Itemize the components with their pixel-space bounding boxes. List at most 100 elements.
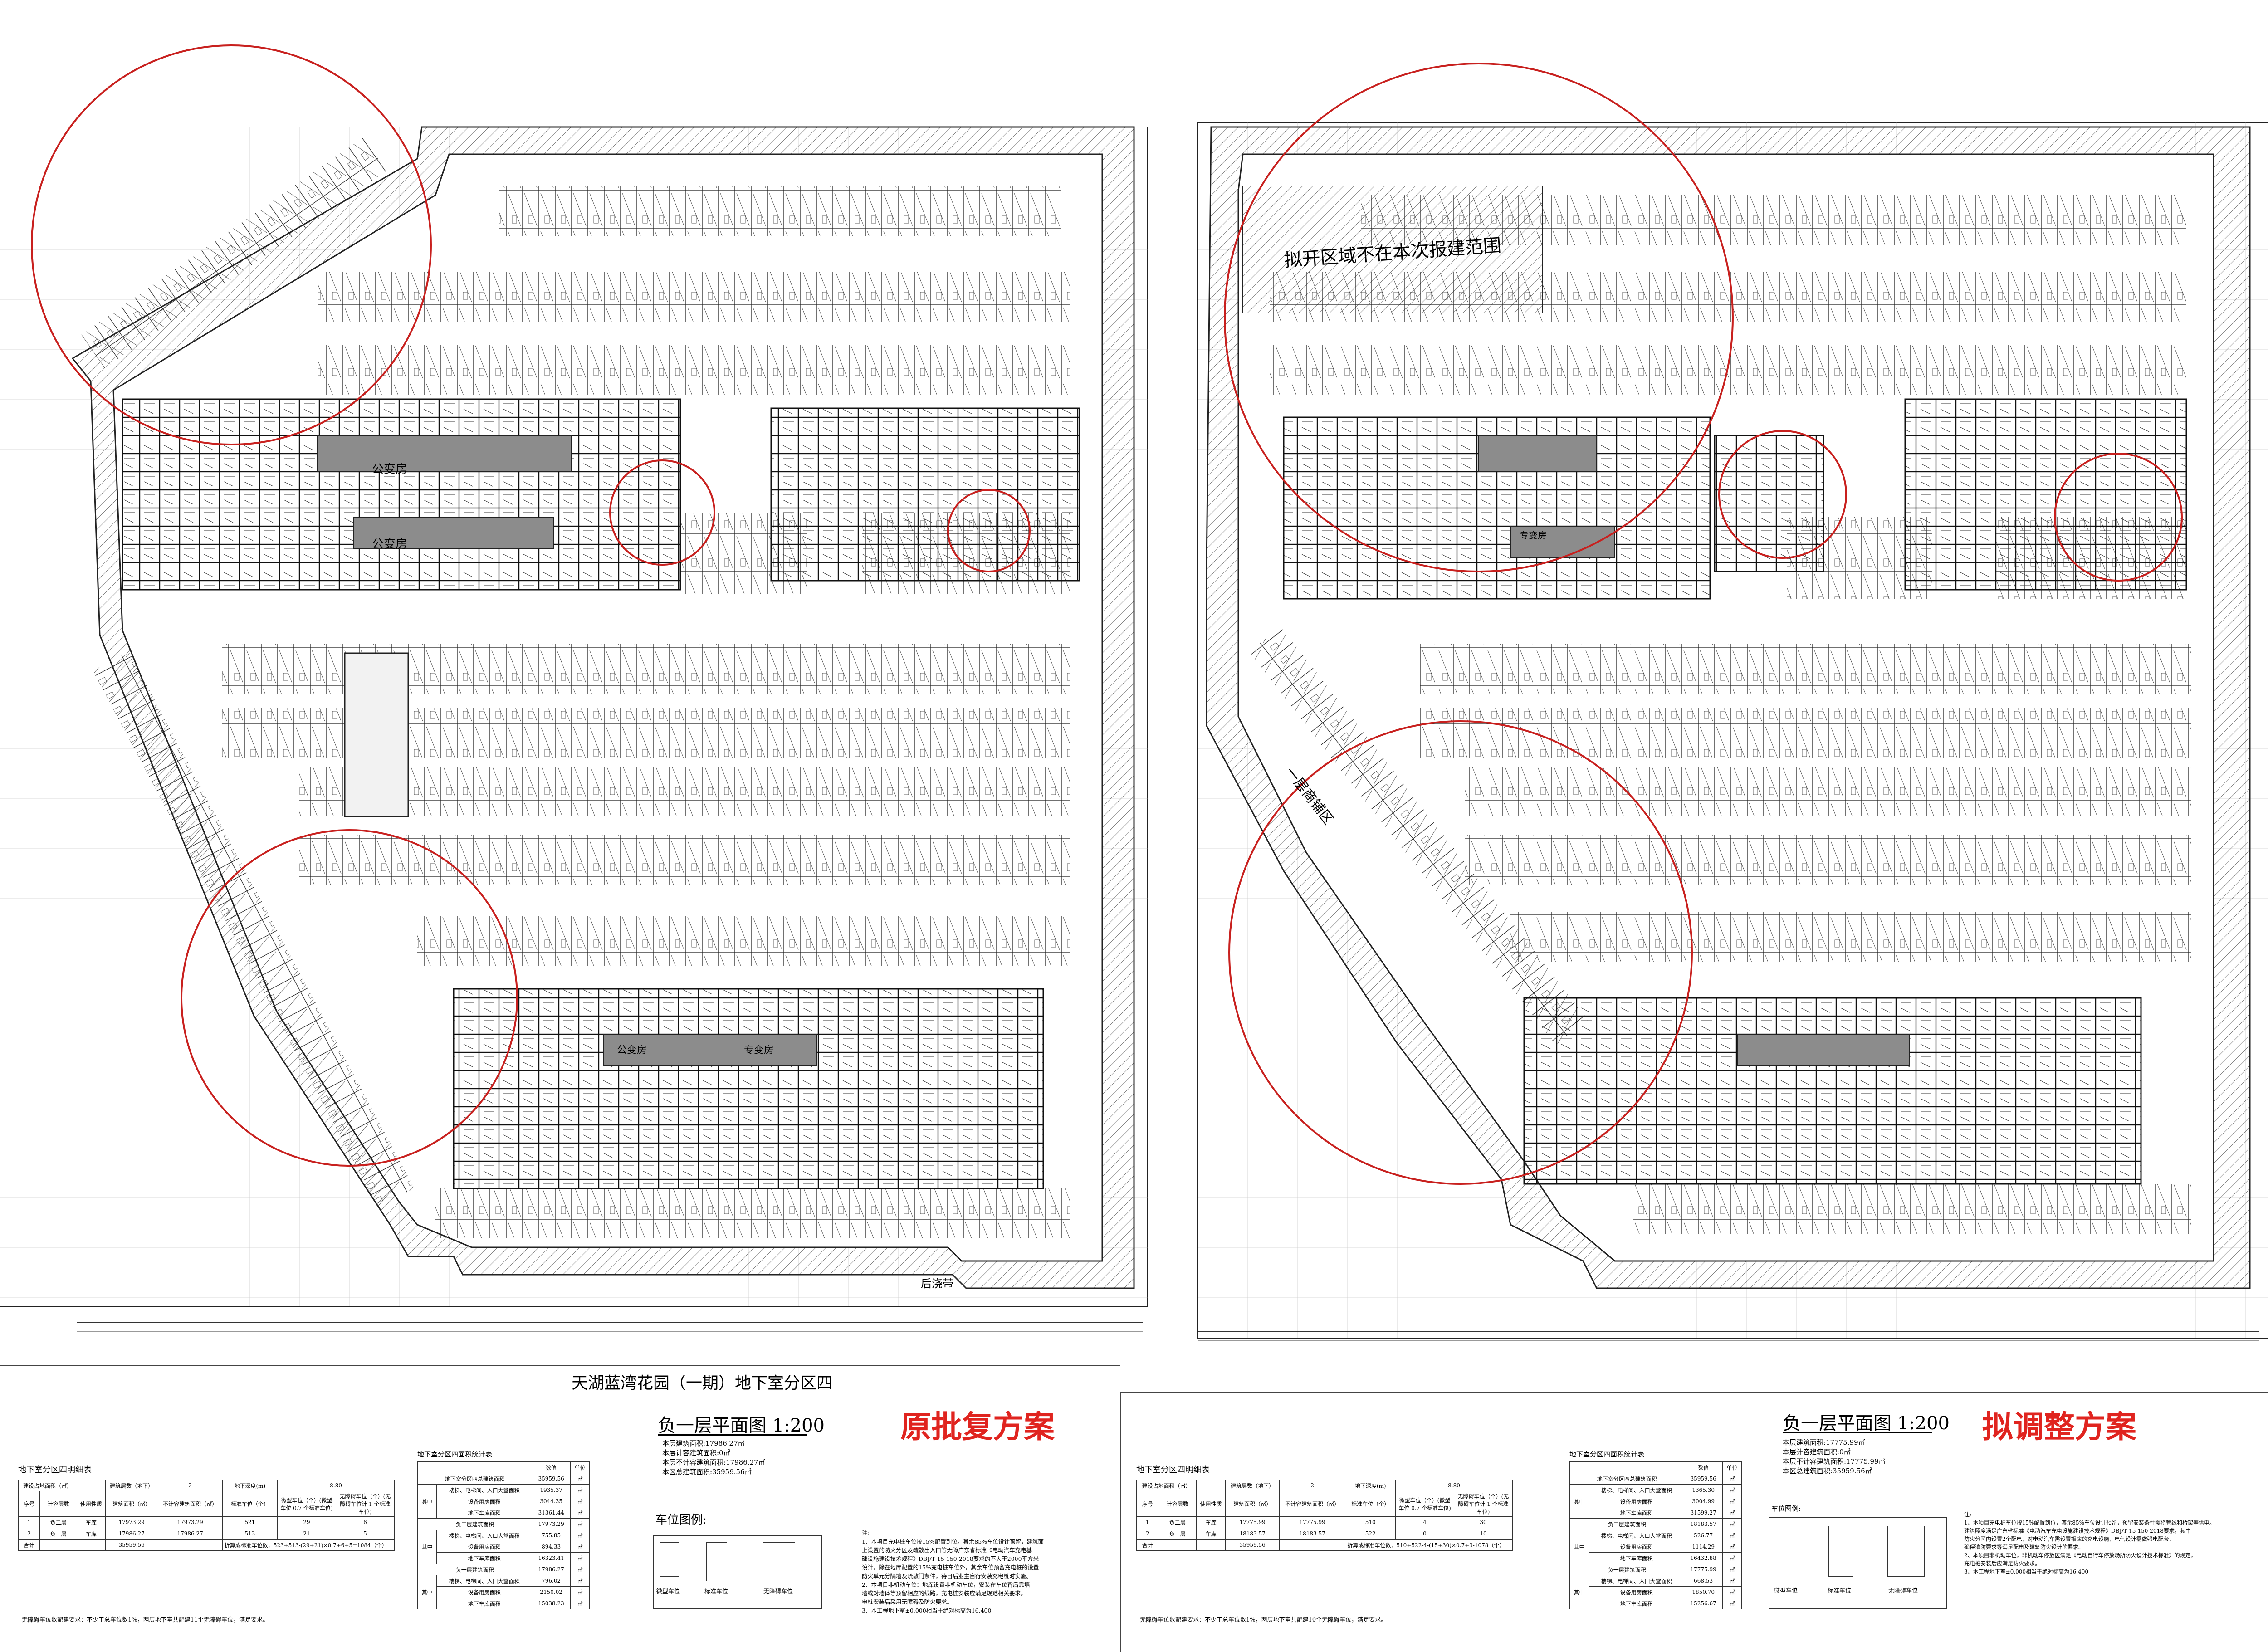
table-cell: 526.77 (1684, 1530, 1723, 1541)
table-header-cell: 不计容建筑面积（㎡） (1279, 1491, 1346, 1517)
left-area-line: 本层计容建筑面积:0㎡ (662, 1449, 730, 1457)
right-detail-table: 建设占地面积（㎡） 建筑层数（地下） 2 地下深度(m) 8.80 序号 计容层… (1136, 1480, 1513, 1551)
table-cell: 17775.99 (1279, 1516, 1346, 1528)
table-header-cell: 数值 (532, 1461, 571, 1473)
table-cell: 17775.99 (1225, 1516, 1280, 1528)
notes-title: 注: (1964, 1511, 1972, 1518)
note-line: 2、本项目非机动车位，非机动车停放区满足《电动自行车停放场所防火设计技术标准》的… (1964, 1552, 2196, 1559)
table-cell: ㎡ (570, 1484, 590, 1496)
table-cell: 设备用房面积 (436, 1586, 533, 1598)
table-cell: 17986.27 (532, 1564, 571, 1575)
table-cell: 其中 (1569, 1484, 1589, 1519)
table-cell: 668.53 (1684, 1575, 1723, 1587)
table-header-cell: 数值 (1684, 1461, 1723, 1473)
table-row: 合计 35959.56 折算成标准车位数：510+522-4-(15+30)×0… (1136, 1539, 1513, 1551)
table-cell: 车库 (76, 1528, 106, 1540)
left-table1-note: 无障碍车位数配建要求：不少于总车位数1%，两层地下室共配建11个无障碍车位，满足… (22, 1617, 269, 1623)
table-cell: ㎡ (1722, 1518, 1742, 1530)
right-scheme-label: 拟调整方案 (1982, 1409, 2137, 1445)
plan-label-substation-2: 公变房 (372, 538, 408, 551)
table-cell: 894.33 (532, 1541, 571, 1553)
table-cell: 18183.57 (1279, 1528, 1346, 1540)
table-cell: 地下车库面积 (1589, 1507, 1685, 1519)
left-area-line: 本层不计容建筑面积:17986.27㎡ (662, 1458, 765, 1466)
table-cell: 负一层建筑面积 (417, 1564, 533, 1575)
table-cell: 18183.57 (1225, 1528, 1280, 1540)
table-header-cell: 单位 (570, 1461, 590, 1473)
table-cell: 楼梯、电梯间、入口大堂面积 (1589, 1484, 1685, 1496)
micro-stall-icon (1778, 1526, 1799, 1572)
note-line: 确保消防要求等满足配电及建筑防火设计的要求。 (1964, 1544, 2084, 1550)
table-cell: 负二层 (39, 1516, 77, 1528)
table-cell: 地下室分区四总建筑面积 (1569, 1473, 1685, 1485)
note-line: 防火单元分隔墙及疏散门条件，待日后业主自行安装充电桩时实施。 (862, 1573, 1032, 1579)
left-area-line: 本层建筑面积:17986.27㎡ (662, 1439, 745, 1447)
table-header-cell: 标准车位（个） (222, 1491, 278, 1517)
right-plan (1197, 63, 2268, 1341)
table-header-cell: 无障碍车位（个）(无障碍车位计 1 个标准车位) (1454, 1491, 1513, 1517)
legend-label: 微型车位 (656, 1588, 680, 1595)
table-cell: 1365.30 (1684, 1484, 1723, 1496)
table-cell (39, 1539, 77, 1551)
table-cell: 1935.37 (532, 1484, 571, 1496)
table-cell: 地下室分区四总建筑面积 (417, 1473, 533, 1485)
right-notes: 注: 1、本项目充电桩车位按15%配置到位，其余85%车位设计预留，预留安装条件… (1964, 1510, 2263, 1576)
table-header-cell: 序号 (1136, 1491, 1159, 1517)
table-cell (1196, 1480, 1226, 1491)
right-table2-title: 地下室分区四面积统计表 (1569, 1450, 1645, 1458)
table-cell (1158, 1539, 1197, 1551)
table-header-cell: 建筑面积（㎡） (1225, 1491, 1280, 1517)
table-cell: 车库 (1196, 1528, 1226, 1540)
table-cell: ㎡ (1722, 1586, 1742, 1598)
table-cell: 其中 (1569, 1575, 1589, 1609)
table-row: 序号 计容层数 使用性质 建筑面积（㎡） 不计容建筑面积（㎡） 标准车位（个） … (18, 1491, 395, 1517)
table-header-cell: 单位 (1722, 1461, 1742, 1473)
left-plan (0, 44, 1148, 1332)
table-cell: 796.02 (532, 1575, 571, 1587)
table-cell: 35959.56 (1225, 1539, 1280, 1551)
table-cell: 负一层建筑面积 (1569, 1564, 1685, 1575)
table-cell: 5 (336, 1528, 395, 1540)
table-row: 合计 35959.56 折算成标准车位数：523+513-(29+21)×0.7… (18, 1539, 395, 1551)
table-row: 数值 单位 (1569, 1461, 1742, 1473)
table-cell: 30 (1454, 1516, 1513, 1528)
note-line: 2、本项目非机动车位：地库设置非机动车位，安装在车位背后靠墙 (862, 1581, 1030, 1588)
right-legend-title: 车位图例: (1771, 1505, 1801, 1513)
table-cell: ㎡ (1722, 1552, 1742, 1564)
right-area-line: 本层建筑面积:17775.99㎡ (1783, 1438, 1865, 1447)
table-cell: 2 (157, 1480, 223, 1491)
table-cell: 521 (222, 1516, 278, 1528)
table-cell: 折算成标准车位数：510+522-4-(15+30)×0.7+3-1078（个） (1345, 1539, 1513, 1551)
note-line: 础设施建设技术规程》DBJ/T 15-150-2018要求的不大于2000平方米 (862, 1555, 1039, 1562)
right-area-summary: 本层建筑面积:17775.99㎡ 本层计容建筑面积:0㎡ 本层不计容建筑面积:1… (1783, 1438, 1886, 1476)
table-cell: 31599.27 (1684, 1507, 1723, 1519)
table-cell: 3044.35 (532, 1496, 571, 1507)
table-cell: 负二层 (1158, 1516, 1197, 1528)
table-cell (76, 1539, 106, 1551)
table-cell: 2150.02 (532, 1586, 571, 1598)
table-cell (76, 1480, 106, 1491)
table-cell: ㎡ (570, 1586, 590, 1598)
table-cell: 15256.67 (1684, 1598, 1723, 1609)
standard-stall-icon (706, 1542, 727, 1581)
table-row: 建设占地面积（㎡） 建筑层数（地下） 2 地下深度(m) 8.80 (18, 1480, 395, 1491)
table-cell: 建设占地面积（㎡） (1136, 1480, 1197, 1491)
right-table1-note: 无障碍车位数配建要求：不少于总车位数1%，两层地下室共配建10个无障碍车位，满足… (1140, 1617, 1387, 1623)
table-cell: 16323.41 (532, 1552, 571, 1564)
table-cell: ㎡ (570, 1598, 590, 1609)
left-table2-title: 地下室分区四面积统计表 (417, 1450, 493, 1458)
table-header-cell: 计容层数 (1158, 1491, 1197, 1517)
table-cell (1196, 1539, 1226, 1551)
left-notes: 注: 1、本项目充电桩车位按15%配置到位，其余85%车位设计预留，建筑面 上设… (862, 1529, 1116, 1615)
table-cell: 合计 (1136, 1539, 1159, 1551)
table-cell: 车库 (1196, 1516, 1226, 1528)
table-header-cell: 标准车位（个） (1345, 1491, 1396, 1517)
table-cell: 地下车库面积 (436, 1507, 533, 1519)
legend-label: 无障碍车位 (1888, 1588, 1918, 1594)
